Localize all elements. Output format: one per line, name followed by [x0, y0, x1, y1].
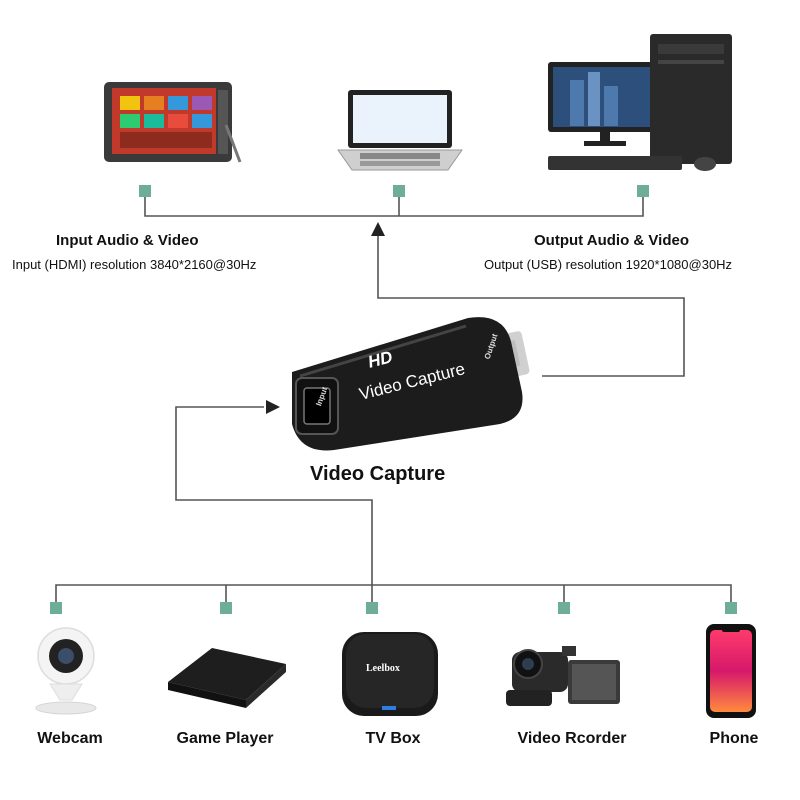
arrow-right-icon — [266, 400, 280, 414]
tv-box-icon — [342, 632, 438, 716]
device-caption: Video Capture — [310, 463, 446, 485]
phone-icon — [706, 624, 756, 718]
output-section-title: Output Audio & Video — [534, 232, 689, 249]
source-label-phone: Phone — [709, 730, 759, 747]
source-label-webcam: Webcam — [37, 730, 103, 747]
source-label-game-player: Game Player — [176, 730, 274, 747]
source-label-video-recorder: Video Rcorder — [517, 730, 627, 747]
video-recorder-icon — [506, 646, 620, 706]
output-resolution-text: Output (USB) resolution 1920*1080@30Hz — [484, 257, 733, 272]
game-player-icon — [168, 648, 286, 708]
source-label-tv-box: TV Box — [365, 730, 421, 747]
input-section-title: Input Audio & Video — [56, 232, 199, 249]
input-connectors — [50, 602, 737, 614]
webcam-icon — [35, 627, 97, 715]
arrow-up-icon — [371, 222, 385, 236]
output-connectors — [139, 185, 649, 197]
tv-box-brand: Leelbox — [366, 663, 400, 674]
portable-tv-icon — [104, 82, 242, 163]
input-resolution-text: Input (HDMI) resolution 3840*2160@30Hz — [12, 257, 257, 272]
laptop-icon — [337, 90, 463, 171]
video-capture-device — [292, 317, 530, 451]
desktop-pc-icon — [548, 34, 732, 171]
input-bus-lines — [55, 406, 732, 604]
